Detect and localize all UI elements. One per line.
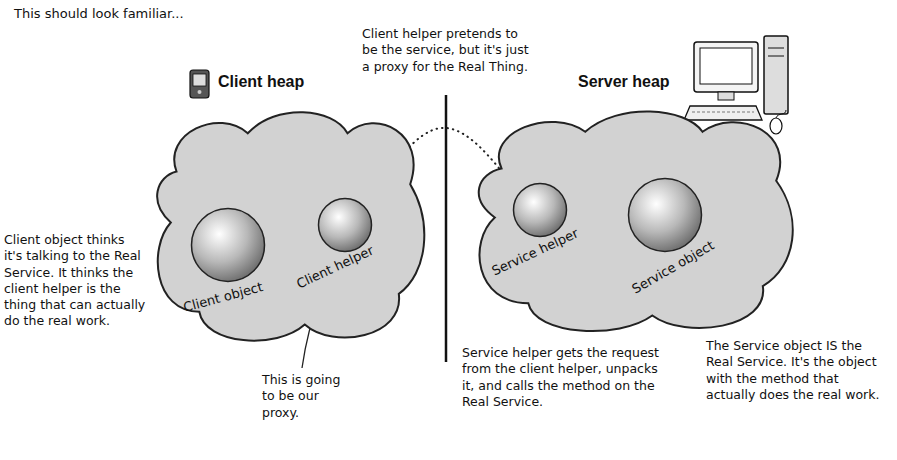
heap-name: Client heap [218,73,304,91]
sphere [514,184,567,237]
divider-line [445,95,448,362]
pda-icon [190,70,209,98]
sphere-outline [190,207,266,283]
annotation: This is going to be our proxy. [262,372,354,421]
heap-name: Server heap [578,73,670,91]
heap-cloud: Client heapClient objectClient helper [148,95,433,350]
object-circle: Service object [627,177,703,253]
helper-circle: Service helper [512,182,568,238]
sphere [192,209,265,282]
annotation: Client helper pretends to be the service… [362,26,530,75]
cloud-path [479,111,793,330]
object-circle: Client object [190,207,266,283]
sphere [629,179,702,252]
helper-circle: Client helper [317,197,373,253]
computer-icon [684,36,788,134]
intro-note: This should look familiar... [14,6,184,23]
sphere-outline [512,182,568,238]
annotation: Service helper gets the request from the… [462,345,662,410]
annotation: Client object thinks it's talking to the… [4,232,146,330]
cloud-path [157,112,424,340]
sphere-outline [627,177,703,253]
heap-cloud: Server heapService helperService object [468,95,803,340]
sphere [319,199,372,252]
annotation: The Service object IS the Real Service. … [706,338,888,403]
